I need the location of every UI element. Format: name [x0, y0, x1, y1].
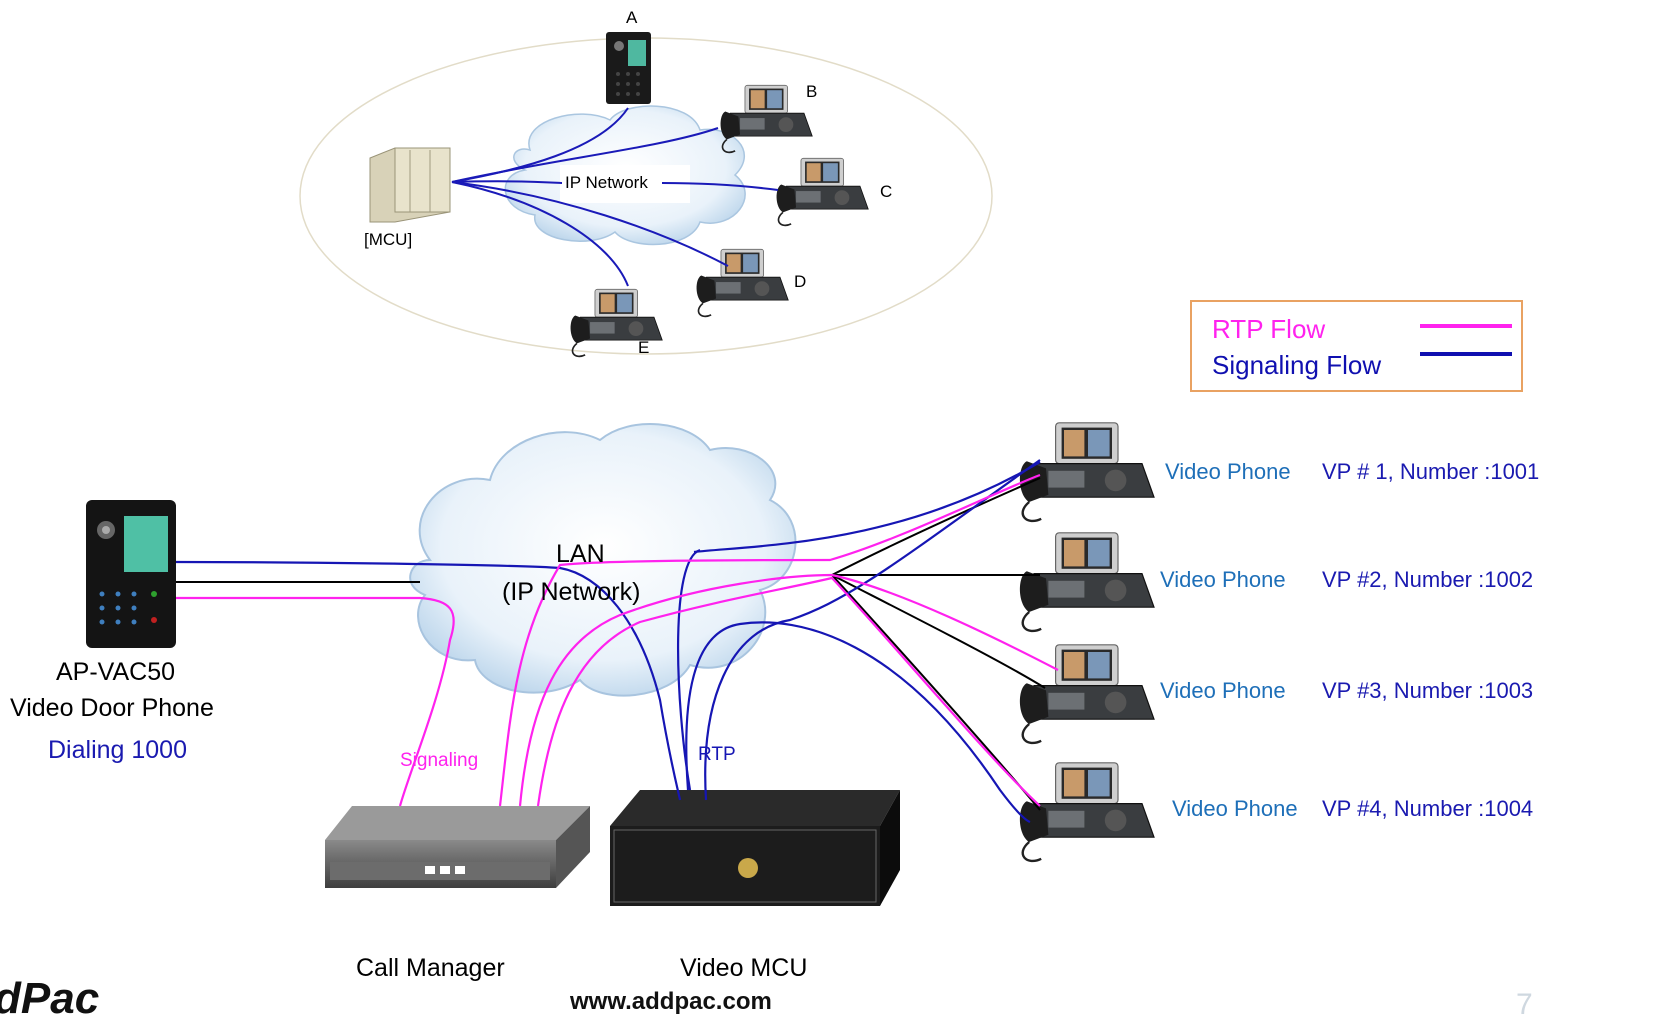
- brand-logo: dPac: [0, 974, 100, 1023]
- ip-network-label: IP Network: [565, 173, 648, 192]
- door-phone-action: Dialing 1000: [48, 736, 187, 764]
- node-e-label: E: [638, 338, 650, 357]
- vp4-type-label: Video Phone: [1172, 796, 1298, 821]
- door-phone-model: AP-VAC50: [56, 658, 176, 686]
- vp1-type-label: Video Phone: [1165, 459, 1291, 484]
- lan-label-line1: LAN: [556, 540, 605, 568]
- vp2-video-phone-icon: [1018, 531, 1156, 633]
- mcu-server-icon: [369, 147, 451, 223]
- vp4-video-phone-icon: [1018, 761, 1156, 863]
- vp1-number-label: VP # 1, Number :1001: [1322, 459, 1540, 484]
- node-c-video-phone-icon: [775, 157, 870, 227]
- legend-rtp-label: RTP Flow: [1212, 314, 1326, 344]
- node-d-label: D: [794, 272, 807, 291]
- call-manager-device-icon: [325, 806, 590, 888]
- lan-cloud: [409, 423, 797, 697]
- lan-label-line2: (IP Network): [502, 578, 641, 606]
- rtp-line-label: RTP: [698, 744, 736, 765]
- node-a-door-phone-icon: [606, 32, 651, 104]
- vp2-number-label: VP #2, Number :1002: [1322, 567, 1534, 592]
- legend-signaling-label: Signaling Flow: [1212, 350, 1382, 380]
- door-phone-name: Video Door Phone: [10, 694, 214, 722]
- door-phone-icon: [86, 500, 176, 648]
- vp3-type-label: Video Phone: [1160, 678, 1286, 703]
- vp1-video-phone-icon: [1018, 421, 1156, 523]
- vp3-video-phone-icon: [1018, 643, 1156, 745]
- video-mcu-label: Video MCU: [680, 954, 808, 982]
- node-d-video-phone-icon: [695, 248, 790, 318]
- node-b-label: B: [806, 82, 818, 101]
- signaling-line-label: Signaling: [400, 750, 479, 771]
- mcu-label: [MCU]: [364, 230, 413, 249]
- legend-rtp-swatch: [1420, 324, 1512, 328]
- footer-url[interactable]: www.addpac.com: [570, 988, 772, 1015]
- vp3-number-label: VP #3, Number :1003: [1322, 678, 1534, 703]
- top-signaling-links: [451, 107, 779, 287]
- vp4-number-label: VP #4, Number :1004: [1322, 796, 1534, 821]
- legend-box: RTP Flow Signaling Flow: [1190, 300, 1523, 392]
- page-number: 7: [1516, 988, 1533, 1021]
- legend-signaling-swatch: [1420, 352, 1512, 356]
- node-a-label: A: [626, 8, 638, 27]
- video-mcu-device-icon: [610, 790, 900, 906]
- magenta-rtp-lines: [176, 473, 1059, 807]
- vp2-type-label: Video Phone: [1160, 567, 1286, 592]
- call-manager-label: Call Manager: [356, 954, 505, 982]
- node-c-label: C: [880, 182, 893, 201]
